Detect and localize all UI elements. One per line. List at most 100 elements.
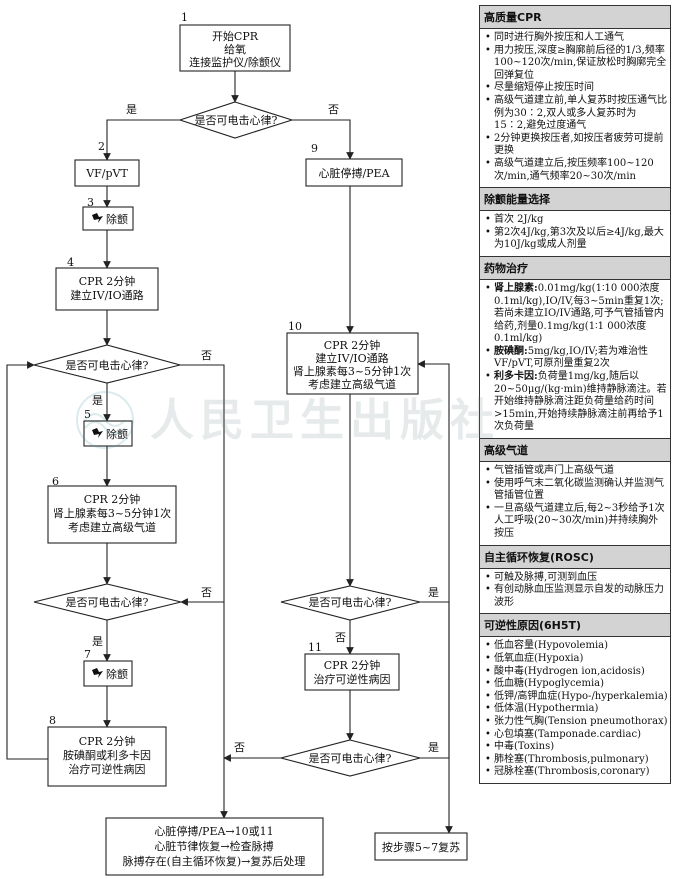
box-text: 治疗可逆性病因: [314, 672, 391, 686]
list-item: 有创动脉血压监测显示自发的动脉压力波形: [485, 584, 668, 609]
list-item: 中毒(Toxins): [485, 741, 668, 754]
section-drug-therapy: 药物治疗 肾上腺素:0.01mg/kg(1∶10 000浓度0.1ml/kg),…: [479, 256, 671, 440]
box-text: CPR 2分钟: [324, 658, 381, 672]
box-text: 考虑建立高级气道: [308, 377, 396, 391]
list-item: 可触及脉搏,可测到血压: [485, 572, 668, 585]
section-rosc: 自主循环恢复(ROSC) 可触及脉搏,可测到血压 有创动脉血压监测显示自发的动脉…: [479, 545, 671, 615]
decision-text: 是否可电击心律?: [309, 752, 392, 765]
list-item: 低氧血症(Hypoxia): [485, 653, 668, 666]
decision-text: 是否可电击心律?: [195, 114, 278, 127]
yes-label: 是: [428, 586, 439, 599]
list-item: 同时进行胸外按压和人工通气: [485, 32, 668, 45]
step-number: 6: [52, 475, 59, 488]
box-cpr-reversible: [304, 653, 400, 691]
section-high-quality-cpr: 高质量CPR 同时进行胸外按压和人工通气 用力按压,深度≥胸廓前后径的1/3,频…: [479, 5, 671, 189]
section-title: 自主循环恢复(ROSC): [480, 545, 670, 569]
yes-label: 是: [126, 103, 137, 116]
box-text: CPR 2分钟: [324, 338, 381, 352]
drug-name: 肾上腺素:: [494, 282, 538, 294]
cpr-flowchart: 1 2 3 4 5 6 7 8 9 10 11 是 否 否 是 否 是 否 是 …: [6, 11, 468, 876]
box-defib-2: [83, 420, 133, 447]
box-text: 胺碘酮或利多卡因: [63, 748, 151, 762]
box-vf-pvt: [74, 159, 140, 187]
box-defib-1: [82, 206, 134, 231]
decision-5: [278, 739, 421, 777]
box-cpr-amio: [47, 726, 167, 787]
lightning-icon: [92, 213, 103, 223]
list-item: 使用呼气末二氧化碳监测确认并监测气管插管位置: [485, 478, 668, 503]
section-title: 高质量CPR: [480, 6, 670, 29]
lightning-icon: [92, 428, 103, 438]
box-text: 建立IV/IO通路: [70, 288, 143, 302]
box-goto-5-7: [374, 832, 468, 861]
step-number: 11: [308, 641, 322, 654]
list-item: 尽量缩短停止按压时间: [485, 82, 668, 95]
defib-label: 除颤: [106, 212, 128, 226]
step-number: 5: [84, 408, 91, 421]
box-text: 给氧: [224, 42, 246, 56]
box-cpr-epi: [47, 485, 177, 544]
list-item: 一旦高级气道建立后,每2~3秒给予1次人工呼吸(20~30次/min)并持续胸外…: [485, 503, 668, 541]
yes-label: 是: [92, 394, 103, 407]
decision-text: 是否可电击心律?: [66, 596, 149, 609]
drug-text: 5mg/kg,IO/IV;若为难治性VF/pVT,可原剂量重复2次: [494, 345, 649, 370]
no-label: 否: [328, 103, 339, 116]
box-text: 心脏停搏/PEA→10或11: [154, 824, 273, 838]
drug-text: 负荷量1mg/kg,随后以20~50μg/(kg·min)维持静脉滴注。若开始维…: [494, 371, 667, 433]
yes-label: 是: [428, 741, 439, 754]
no-label: 否: [201, 586, 212, 599]
box-text: 按步骤5~7复苏: [382, 840, 460, 854]
step-number: 4: [67, 256, 74, 269]
drug-name: 利多卡因:: [494, 371, 538, 383]
decision-4: [280, 585, 421, 621]
list-item: 冠脉栓塞(Thrombosis,coronary): [485, 766, 668, 779]
list-item: 第2次4J/kg,第3次及以后≥4J/kg,最大为10J/kg或成人剂量: [485, 227, 668, 252]
list-item: 肺栓塞(Thrombosis,pulmonary): [485, 754, 668, 767]
box-text: 肾上腺素每3~5分钟1次: [293, 364, 411, 378]
list-item: 肾上腺素:0.01mg/kg(1∶10 000浓度0.1ml/kg),IO/IV…: [485, 282, 668, 346]
step-number: 7: [84, 648, 91, 661]
list-item: 用力按压,深度≥胸廓前后径的1/3,频率100~120次/min,保证放松时胸廓…: [485, 45, 668, 83]
list-item: 低血容量(Hypovolemia): [485, 640, 668, 653]
step-number: 2: [98, 140, 105, 153]
section-reversible-causes: 可逆性原因(6H5T) 低血容量(Hypovolemia) 低氧血症(Hypox…: [479, 614, 671, 784]
box-text: 治疗可逆性病因: [69, 762, 146, 776]
step-number: 8: [49, 714, 56, 727]
drug-name: 胺碘酮:: [494, 345, 528, 357]
box-text: 脉搏存在(自主循环恢复)→复苏后处理: [123, 854, 306, 868]
box-text: 肾上腺素每3~5分钟1次: [53, 506, 171, 520]
box-asystole-pea: [305, 158, 403, 187]
step-number: 9: [311, 142, 318, 155]
box-cpr-iv-epi: [286, 332, 419, 395]
list-item: 心包填塞(Tamponade.cardiac): [485, 729, 668, 742]
section-title: 可逆性原因(6H5T): [480, 614, 670, 638]
drug-text: 0.01mg/kg(1∶10 000浓度0.1ml/kg),IO/IV,每3~5…: [494, 282, 664, 345]
list-item: 低体温(Hypothermia): [485, 703, 668, 716]
no-label: 否: [335, 631, 346, 644]
box-defib-3: [83, 660, 133, 687]
box-text: CPR 2分钟: [84, 492, 141, 506]
box-text: CPR 2分钟: [79, 274, 136, 288]
no-label: 否: [234, 741, 245, 754]
list-item: 高级气道建立后,按压频率100~120次/min,通气频率20~30次/min: [485, 158, 668, 183]
box-cpr-iv: [55, 267, 159, 311]
box-text: 心脏停搏/PEA: [318, 166, 390, 180]
list-item: 2分钟更换按压者,如按压者疲劳可提前更换: [485, 133, 668, 158]
box-text: 连接监护仪/除颤仪: [189, 55, 281, 69]
decision-text: 是否可电击心律?: [66, 359, 149, 372]
no-label: 否: [201, 349, 212, 362]
section-title: 药物治疗: [480, 256, 670, 280]
list-item: 高级气道建立前,单人复苏时按压通气比例为30∶2,双人或多人复苏时为15∶2,避…: [485, 95, 668, 133]
decision-3: [33, 583, 182, 621]
list-item: 低血糖(Hypoglycemia): [485, 678, 668, 691]
defib-label: 除颤: [106, 427, 128, 441]
list-item: 利多卡因:负荷量1mg/kg,随后以20~50μg/(kg·min)维持静脉滴注…: [485, 371, 668, 434]
list-item: 胺碘酮:5mg/kg,IO/IV;若为难治性VF/pVT,可原剂量重复2次: [485, 345, 668, 371]
box-start-cpr: [179, 24, 291, 72]
box-text: 考虑建立高级气道: [68, 520, 156, 534]
box-text: 心脏节律恢复→检查脉搏: [154, 839, 273, 853]
decision-2: [31, 344, 183, 384]
decision-1: [178, 101, 294, 139]
info-panel: 高质量CPR 同时进行胸外按压和人工通气 用力按压,深度≥胸廓前后径的1/3,频…: [479, 5, 671, 784]
list-item: 酸中毒(Hydrogen ion,acidosis): [485, 666, 668, 679]
